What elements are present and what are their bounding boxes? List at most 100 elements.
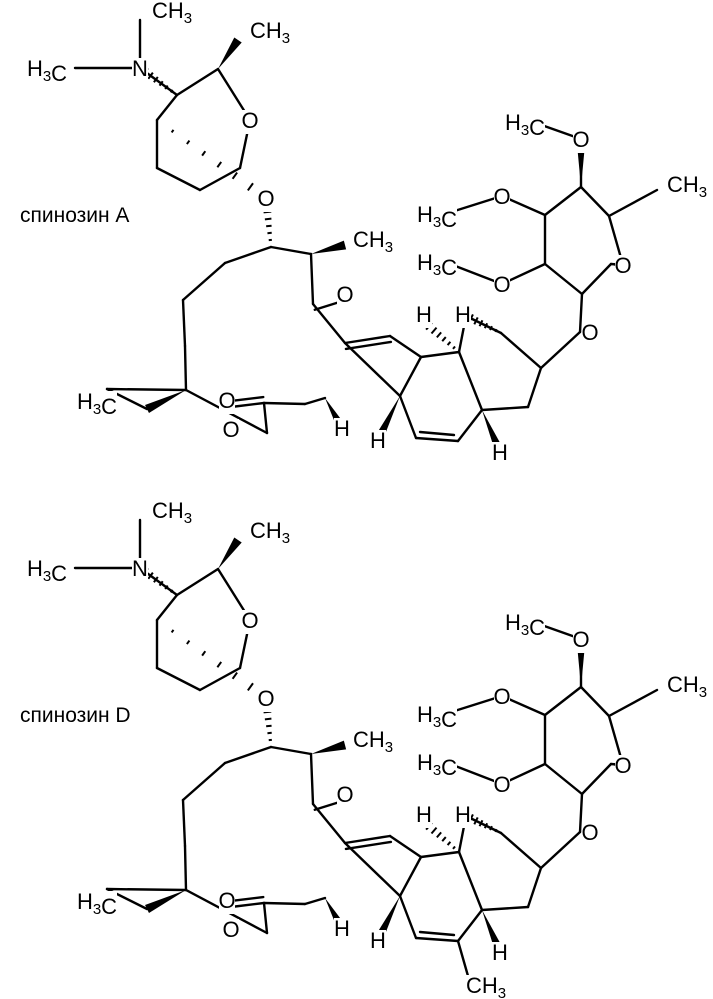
wedge-bond bbox=[145, 390, 186, 413]
wedge-bond bbox=[311, 741, 346, 754]
atom-label: H bbox=[370, 928, 386, 953]
single-bond bbox=[400, 857, 421, 896]
single-bond bbox=[501, 833, 541, 868]
atom-label: O bbox=[241, 608, 258, 633]
single-bond bbox=[185, 846, 186, 890]
atom-label: O bbox=[218, 888, 235, 913]
single-bond bbox=[185, 346, 186, 390]
atom-label: H bbox=[334, 916, 350, 941]
single-bond bbox=[459, 352, 482, 410]
single-bond bbox=[264, 403, 267, 433]
single-bond bbox=[311, 254, 313, 304]
wedge-bond bbox=[145, 890, 186, 913]
single-bond bbox=[264, 403, 305, 404]
single-bond bbox=[390, 336, 421, 357]
atom-label: N bbox=[132, 556, 148, 581]
single-bond bbox=[231, 403, 264, 407]
single-bond bbox=[183, 263, 225, 300]
single-bond bbox=[541, 332, 580, 368]
single-bond bbox=[107, 889, 186, 890]
atom-label: O bbox=[493, 272, 510, 297]
single-bond bbox=[609, 190, 657, 216]
atom-label: O bbox=[222, 417, 239, 442]
atom-label: O bbox=[581, 320, 598, 345]
single-bond bbox=[231, 903, 264, 907]
atom-label: H bbox=[370, 428, 386, 453]
atom-label: H bbox=[492, 940, 508, 965]
single-bond bbox=[400, 357, 421, 396]
single-bond bbox=[157, 595, 177, 620]
single-bond bbox=[157, 668, 200, 690]
single-bond bbox=[581, 687, 609, 716]
single-bond bbox=[225, 247, 271, 263]
single-bond bbox=[157, 95, 177, 120]
single-bond bbox=[177, 569, 218, 595]
single-bond bbox=[545, 264, 582, 294]
single-bond bbox=[528, 868, 541, 907]
atom-label: O bbox=[241, 108, 258, 133]
atom-label: O bbox=[218, 388, 235, 413]
atom-label: O bbox=[614, 753, 631, 778]
compound-name-label: спинозин D bbox=[20, 704, 131, 727]
atom-label: H bbox=[334, 416, 350, 441]
single-bond bbox=[400, 896, 416, 938]
single-bond bbox=[390, 836, 421, 857]
atom-label: O bbox=[493, 772, 510, 797]
single-bond bbox=[582, 764, 611, 794]
atom-label: O bbox=[581, 820, 598, 845]
single-bond bbox=[416, 438, 458, 441]
single-bond bbox=[482, 407, 528, 410]
single-bond bbox=[225, 747, 271, 763]
atom-label: O bbox=[493, 184, 510, 209]
single-bond bbox=[458, 410, 482, 441]
wedge-bond bbox=[218, 537, 242, 569]
single-bond bbox=[545, 764, 582, 794]
compound-name-label: спинозин A bbox=[20, 204, 129, 227]
single-bond bbox=[271, 247, 311, 254]
double-bond bbox=[420, 932, 454, 935]
single-bond bbox=[264, 903, 267, 933]
single-bond bbox=[305, 398, 325, 404]
single-bond bbox=[609, 690, 657, 716]
single-bond bbox=[157, 168, 200, 190]
single-bond bbox=[107, 389, 186, 390]
single-bond bbox=[421, 852, 459, 857]
atom-label: O bbox=[614, 253, 631, 278]
atom-labels: CH3H3CNCH3OOCH3OOOH3CH3COH3COH3COCH3OOHH… bbox=[27, 0, 707, 466]
atom-label: H bbox=[416, 802, 432, 827]
atom-label: H bbox=[492, 440, 508, 465]
single-bond bbox=[200, 668, 240, 690]
spinosyn-a-structure: CH3H3CNCH3OOCH3OOOH3CH3COH3COH3COCH3OOHH… bbox=[20, 0, 707, 466]
single-bond bbox=[459, 852, 482, 910]
single-bond bbox=[345, 843, 400, 896]
single-bond bbox=[416, 938, 458, 941]
single-bond bbox=[271, 747, 311, 754]
atom-label: O bbox=[493, 684, 510, 709]
single-bond bbox=[177, 69, 218, 95]
atom-label: N bbox=[132, 56, 148, 81]
double-bond bbox=[420, 432, 454, 435]
single-bond bbox=[581, 187, 609, 216]
atom-label: O bbox=[222, 917, 239, 942]
atom-label: O bbox=[572, 627, 589, 652]
atom-label: H bbox=[455, 802, 471, 827]
atom-label: O bbox=[257, 686, 274, 711]
single-bond bbox=[305, 898, 325, 904]
single-bond bbox=[200, 168, 240, 190]
single-bond bbox=[421, 352, 459, 357]
atom-label: H bbox=[455, 302, 471, 327]
single-bond bbox=[400, 396, 416, 438]
atom-label: H bbox=[416, 302, 432, 327]
atom-label: O bbox=[336, 282, 353, 307]
single-bond bbox=[541, 832, 580, 868]
single-bond bbox=[458, 910, 482, 941]
single-bond bbox=[183, 800, 185, 846]
atom-label: O bbox=[336, 782, 353, 807]
single-bond bbox=[183, 763, 225, 800]
single-bond bbox=[183, 300, 185, 346]
single-bond bbox=[545, 687, 581, 715]
single-bond bbox=[501, 333, 541, 368]
atom-label: O bbox=[257, 186, 274, 211]
wedge-bond bbox=[311, 241, 346, 254]
